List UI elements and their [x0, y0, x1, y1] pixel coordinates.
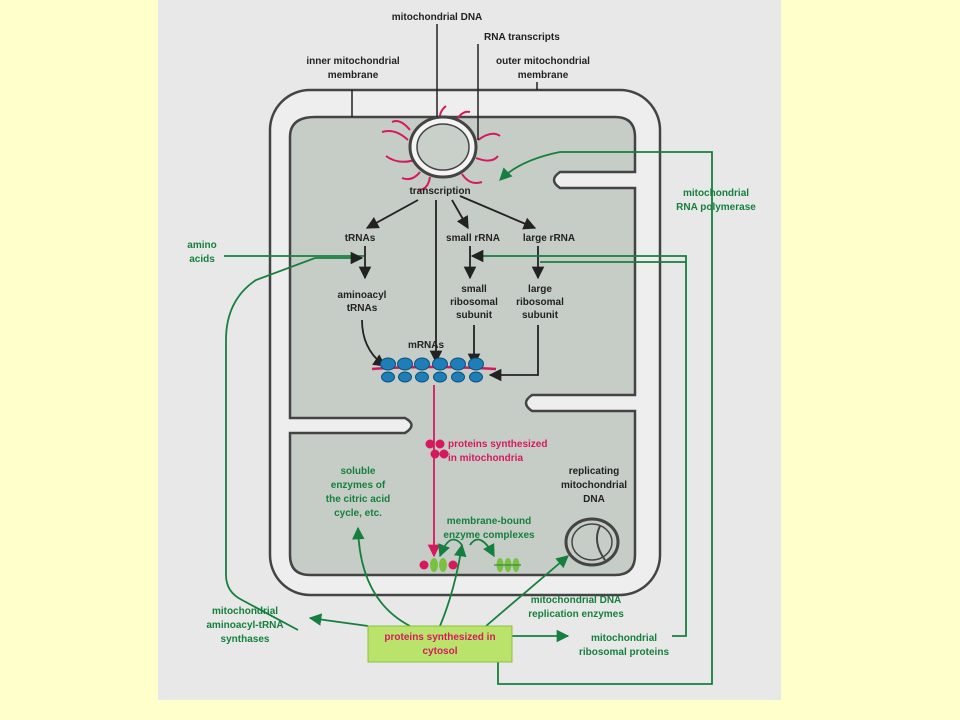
label-trnas: tRNAs: [345, 233, 376, 244]
label-amino-2: acids: [189, 254, 215, 265]
ribosome-1: [380, 357, 396, 371]
ribosome-group: [380, 357, 484, 383]
inner-membrane-matrix: [288, 115, 637, 577]
label-large-rrna: large rRNA: [523, 233, 575, 244]
label-small-subunit-2: ribosomal: [450, 297, 498, 308]
label-ribosomal-proteins-1: mitochondrial: [591, 633, 657, 644]
mito-protein-dots: [425, 439, 449, 459]
label-inner-membrane-2: membrane: [328, 70, 379, 81]
label-rna-pol-1: mitochondrial: [683, 188, 749, 199]
label-replicating-1: replicating: [569, 466, 620, 477]
label-transcription: transcription: [409, 186, 470, 197]
ribosome-5: [450, 357, 466, 371]
label-large-subunit-1: large: [528, 284, 552, 295]
membrane-bound-complex-green: [494, 558, 521, 572]
label-small-subunit-1: small: [461, 284, 487, 295]
label-small-rrna: small rRNA: [446, 233, 500, 244]
membrane-bound-complex-mixed: [419, 558, 458, 572]
label-ribosomal-proteins-2: ribosomal proteins: [579, 647, 669, 658]
label-synthases-1: mitochondrial: [212, 606, 278, 617]
label-replication-enzymes-1: mitochondrial DNA: [531, 595, 622, 606]
label-synthases-2: aminoacyl-tRNA: [206, 620, 283, 631]
label-large-subunit-2: ribosomal: [516, 297, 564, 308]
label-membrane-bound-2: enzyme complexes: [443, 530, 535, 541]
label-replicating-3: DNA: [583, 494, 605, 505]
label-membrane-bound-1: membrane-bound: [447, 516, 531, 527]
label-synthases-3: synthases: [221, 634, 270, 645]
label-aminoacyl-2: tRNAs: [347, 303, 378, 314]
ribosome-3: [414, 357, 430, 371]
label-large-subunit-3: subunit: [522, 310, 559, 321]
label-small-subunit-3: subunit: [456, 310, 493, 321]
label-soluble-4: cycle, etc.: [334, 508, 382, 519]
ribosome-1-small: [381, 371, 395, 383]
ribosome-5-small: [451, 371, 465, 383]
label-soluble-2: enzymes of: [331, 480, 386, 491]
label-proteins-mito-2: in mitochondria: [448, 453, 523, 464]
ribosome-4-small: [433, 371, 447, 383]
ribosome-6-small: [469, 371, 483, 383]
ribosome-2: [397, 357, 413, 371]
label-rna-pol-2: RNA polymerase: [676, 202, 756, 213]
label-soluble-3: the citric acid: [326, 494, 390, 505]
label-inner-membrane-1: inner mitochondrial: [306, 56, 400, 67]
label-outer-membrane-1: outer mitochondrial: [496, 56, 590, 67]
label-mrnas: mRNAs: [408, 340, 445, 351]
label-rna-transcripts: RNA transcripts: [484, 32, 560, 43]
label-aminoacyl-1: aminoacyl: [338, 290, 387, 301]
label-soluble-1: soluble: [340, 466, 375, 477]
label-mito-dna: mitochondrial DNA: [392, 12, 483, 23]
label-outer-membrane-2: membrane: [518, 70, 569, 81]
replicating-dna-icon: [564, 517, 620, 567]
ribosome-2-small: [398, 371, 412, 383]
ribosome-4: [432, 357, 448, 371]
cytosol-protein-box: [367, 625, 513, 663]
label-amino-1: amino: [187, 240, 216, 251]
label-replicating-2: mitochondrial: [561, 480, 627, 491]
label-replication-enzymes-2: replication enzymes: [528, 609, 624, 620]
label-proteins-cytosol-1: proteins synthesized in: [384, 632, 495, 643]
label-proteins-mito-1: proteins synthesized: [448, 439, 547, 450]
label-proteins-cytosol-2: cytosol: [422, 646, 457, 657]
green-import-arrows: [224, 151, 713, 685]
ribosome-6: [468, 357, 484, 371]
ribosome-3-small: [415, 371, 429, 383]
